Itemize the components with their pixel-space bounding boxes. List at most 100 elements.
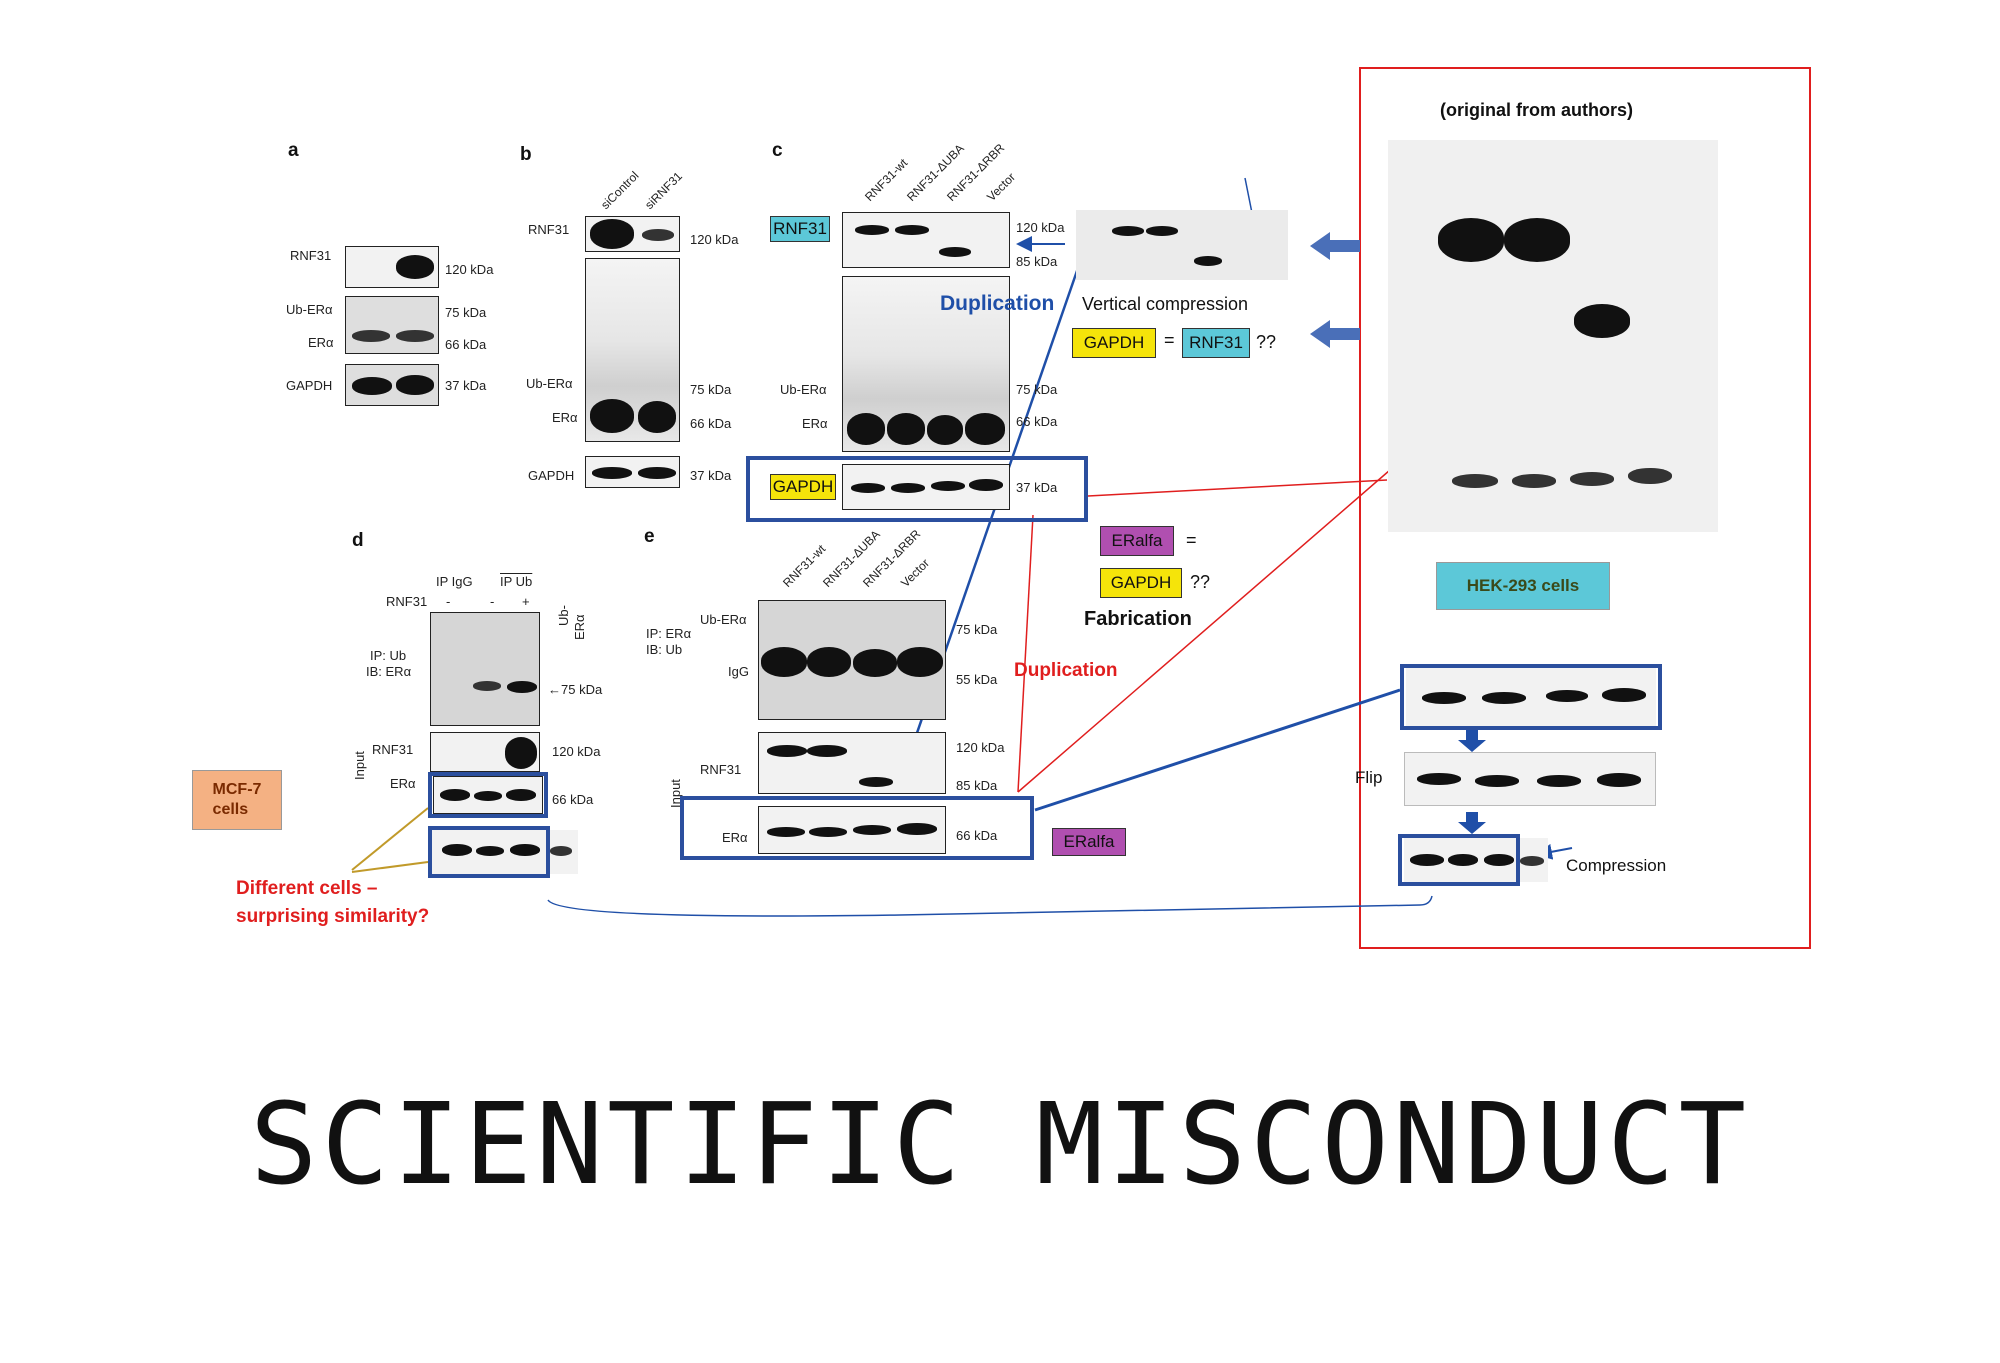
panel-c-letter: c — [772, 140, 783, 161]
mcf7-label: MCF-7 cells — [192, 770, 282, 830]
panel-b-size-66: 66 kDa — [690, 416, 732, 431]
panel-d-blot-era-copy — [432, 830, 578, 874]
panel-d-era-in: ERα — [390, 776, 416, 791]
panel-c-size-37: 37 kDa — [1016, 480, 1058, 495]
panel-e-size-120: 120 kDa — [956, 740, 1005, 755]
eq2-gapdh: GAPDH — [1100, 568, 1182, 598]
panel-e-letter: e — [644, 526, 655, 547]
panel-c-lane-vector: Vector — [984, 170, 1019, 204]
panel-a-size-37: 37 kDa — [445, 378, 487, 393]
panel-c-lane-wt: RNF31-wt — [862, 155, 911, 204]
panel-d-rnf31-in: RNF31 — [372, 742, 414, 757]
panel-e-blot-ip — [758, 600, 946, 720]
down-arrow-2 — [1458, 812, 1486, 834]
panel-d-ip: IP: Ub — [370, 648, 407, 663]
panel-a-blot-rnf31 — [345, 246, 439, 288]
panel-a-label-era: ERα — [308, 335, 334, 350]
panel-a-size-66: 66 kDa — [445, 337, 487, 352]
panel-c-size-66: 66 kDa — [1016, 414, 1058, 429]
panel-b-label-rnf31: RNF31 — [528, 222, 570, 237]
panel-e-ub: Ub-ERα — [700, 612, 747, 627]
panel-c-blot-rnf31 — [842, 212, 1010, 268]
blue-line-2 — [1034, 688, 1401, 812]
panel-e-era-frame — [680, 796, 1034, 860]
hek-strip-flip — [1404, 752, 1656, 806]
panel-d-ub: Ub- — [556, 605, 571, 626]
flip-label: Flip — [1355, 768, 1383, 787]
eq1-rnf31: RNF31 — [1182, 328, 1250, 358]
panel-d-arrow75: ←75 kDa — [548, 682, 603, 697]
panel-e-size-66: 66 kDa — [956, 828, 998, 843]
duplication-red: Duplication — [1014, 660, 1118, 681]
panel-c-blot-era — [842, 276, 1010, 452]
panel-d-size-120: 120 kDa — [552, 744, 601, 759]
down-arrow-1 — [1458, 730, 1486, 752]
panel-a-size-120: 120 kDa — [445, 262, 494, 277]
vertical-compression-label: Vertical compression — [1082, 294, 1249, 314]
eq1-q: ?? — [1256, 332, 1277, 352]
panel-d-blot-era — [433, 776, 543, 814]
panel-d-ip-ub: IP Ub — [500, 574, 533, 589]
panel-c-label-ub-era: Ub-ERα — [780, 382, 827, 397]
panel-d-ip-igg: IP IgG — [436, 574, 473, 589]
panel-a-blot-gapdh — [345, 364, 439, 406]
panel-b-blot-era — [585, 258, 680, 442]
panel-b-blot-rnf31 — [585, 216, 680, 252]
panel-d-sign-2: - — [490, 594, 495, 609]
compression-label: Compression — [1566, 856, 1667, 875]
panel-e-era: ERα — [722, 830, 748, 845]
eq2-eralfa: ERalfa — [1100, 526, 1174, 556]
panel-b-label-ub-era: Ub-ERα — [526, 376, 573, 391]
panel-e-size-85: 85 kDa — [956, 778, 998, 793]
hek-label: HEK-293 cells — [1436, 562, 1610, 610]
panel-d-letter: d — [352, 530, 364, 551]
different-cells-line1: Different cells – — [236, 878, 378, 899]
panel-a-size-75: 75 kDa — [445, 305, 487, 320]
panel-d-ib: IB: ERα — [366, 664, 412, 679]
original-film — [1388, 140, 1718, 532]
panel-e-lane-wt: RNF31-wt — [780, 541, 829, 590]
panel-d-size-66: 66 kDa — [552, 792, 594, 807]
panel-e-igg: IgG — [728, 664, 749, 679]
hek-strip-compressed — [1404, 838, 1548, 882]
panel-e-size-55: 55 kDa — [956, 672, 998, 687]
panel-a-label-rnf31: RNF31 — [290, 248, 332, 263]
panel-b-lane-sirnf31: siRNF31 — [642, 169, 686, 212]
panel-d-era-frame — [428, 772, 548, 818]
panel-e-ib: IB: Ub — [646, 642, 683, 657]
thick-arrow-2 — [1310, 320, 1360, 348]
crop-vertical-compression — [1076, 210, 1288, 280]
panel-b-size-120: 120 kDa — [690, 232, 739, 247]
gold-line-2 — [351, 861, 429, 873]
panel-c-gapdh-frame — [746, 456, 1088, 522]
panel-d-blot-rnf31 — [430, 732, 540, 772]
duplication-blue: Duplication — [940, 292, 1055, 315]
blue-curve — [547, 895, 1433, 917]
panel-a-letter: a — [288, 140, 299, 161]
panel-a-label-ub-era: Ub-ERα — [286, 302, 333, 317]
panel-d-era-side: ERα — [572, 614, 587, 640]
panel-d-blot-ip — [430, 612, 540, 726]
panel-e-ip: IP: ERα — [646, 626, 692, 641]
original-label: (original from authors) — [1440, 100, 1633, 120]
main-title: SCIENTIFIC MISCONDUCT — [249, 1080, 1751, 1210]
panel-c-blot-gapdh — [842, 464, 1010, 510]
panel-b-label-gapdh: GAPDH — [528, 468, 575, 483]
panel-e-size-75: 75 kDa — [956, 622, 998, 637]
panel-b-label-era: ERα — [552, 410, 578, 425]
red-line-3 — [1017, 514, 1034, 793]
panel-d-sign-1: - — [446, 594, 451, 609]
tag-rnf31-c: RNF31 — [770, 216, 830, 242]
eq2-q: ?? — [1190, 572, 1211, 592]
eq2-sign: = — [1186, 530, 1197, 550]
panel-c-size-85: 85 kDa — [1016, 254, 1058, 269]
panel-b-letter: b — [520, 144, 532, 165]
thick-arrow-1 — [1310, 232, 1360, 260]
panel-b-size-37: 37 kDa — [690, 468, 732, 483]
hek-strip-compressed-frame — [1398, 834, 1520, 886]
hek-strip-1 — [1406, 668, 1656, 726]
panel-c-size-120: 120 kDa — [1016, 220, 1065, 235]
panel-a-blot-era — [345, 296, 439, 354]
panel-c-label-era: ERα — [802, 416, 828, 431]
